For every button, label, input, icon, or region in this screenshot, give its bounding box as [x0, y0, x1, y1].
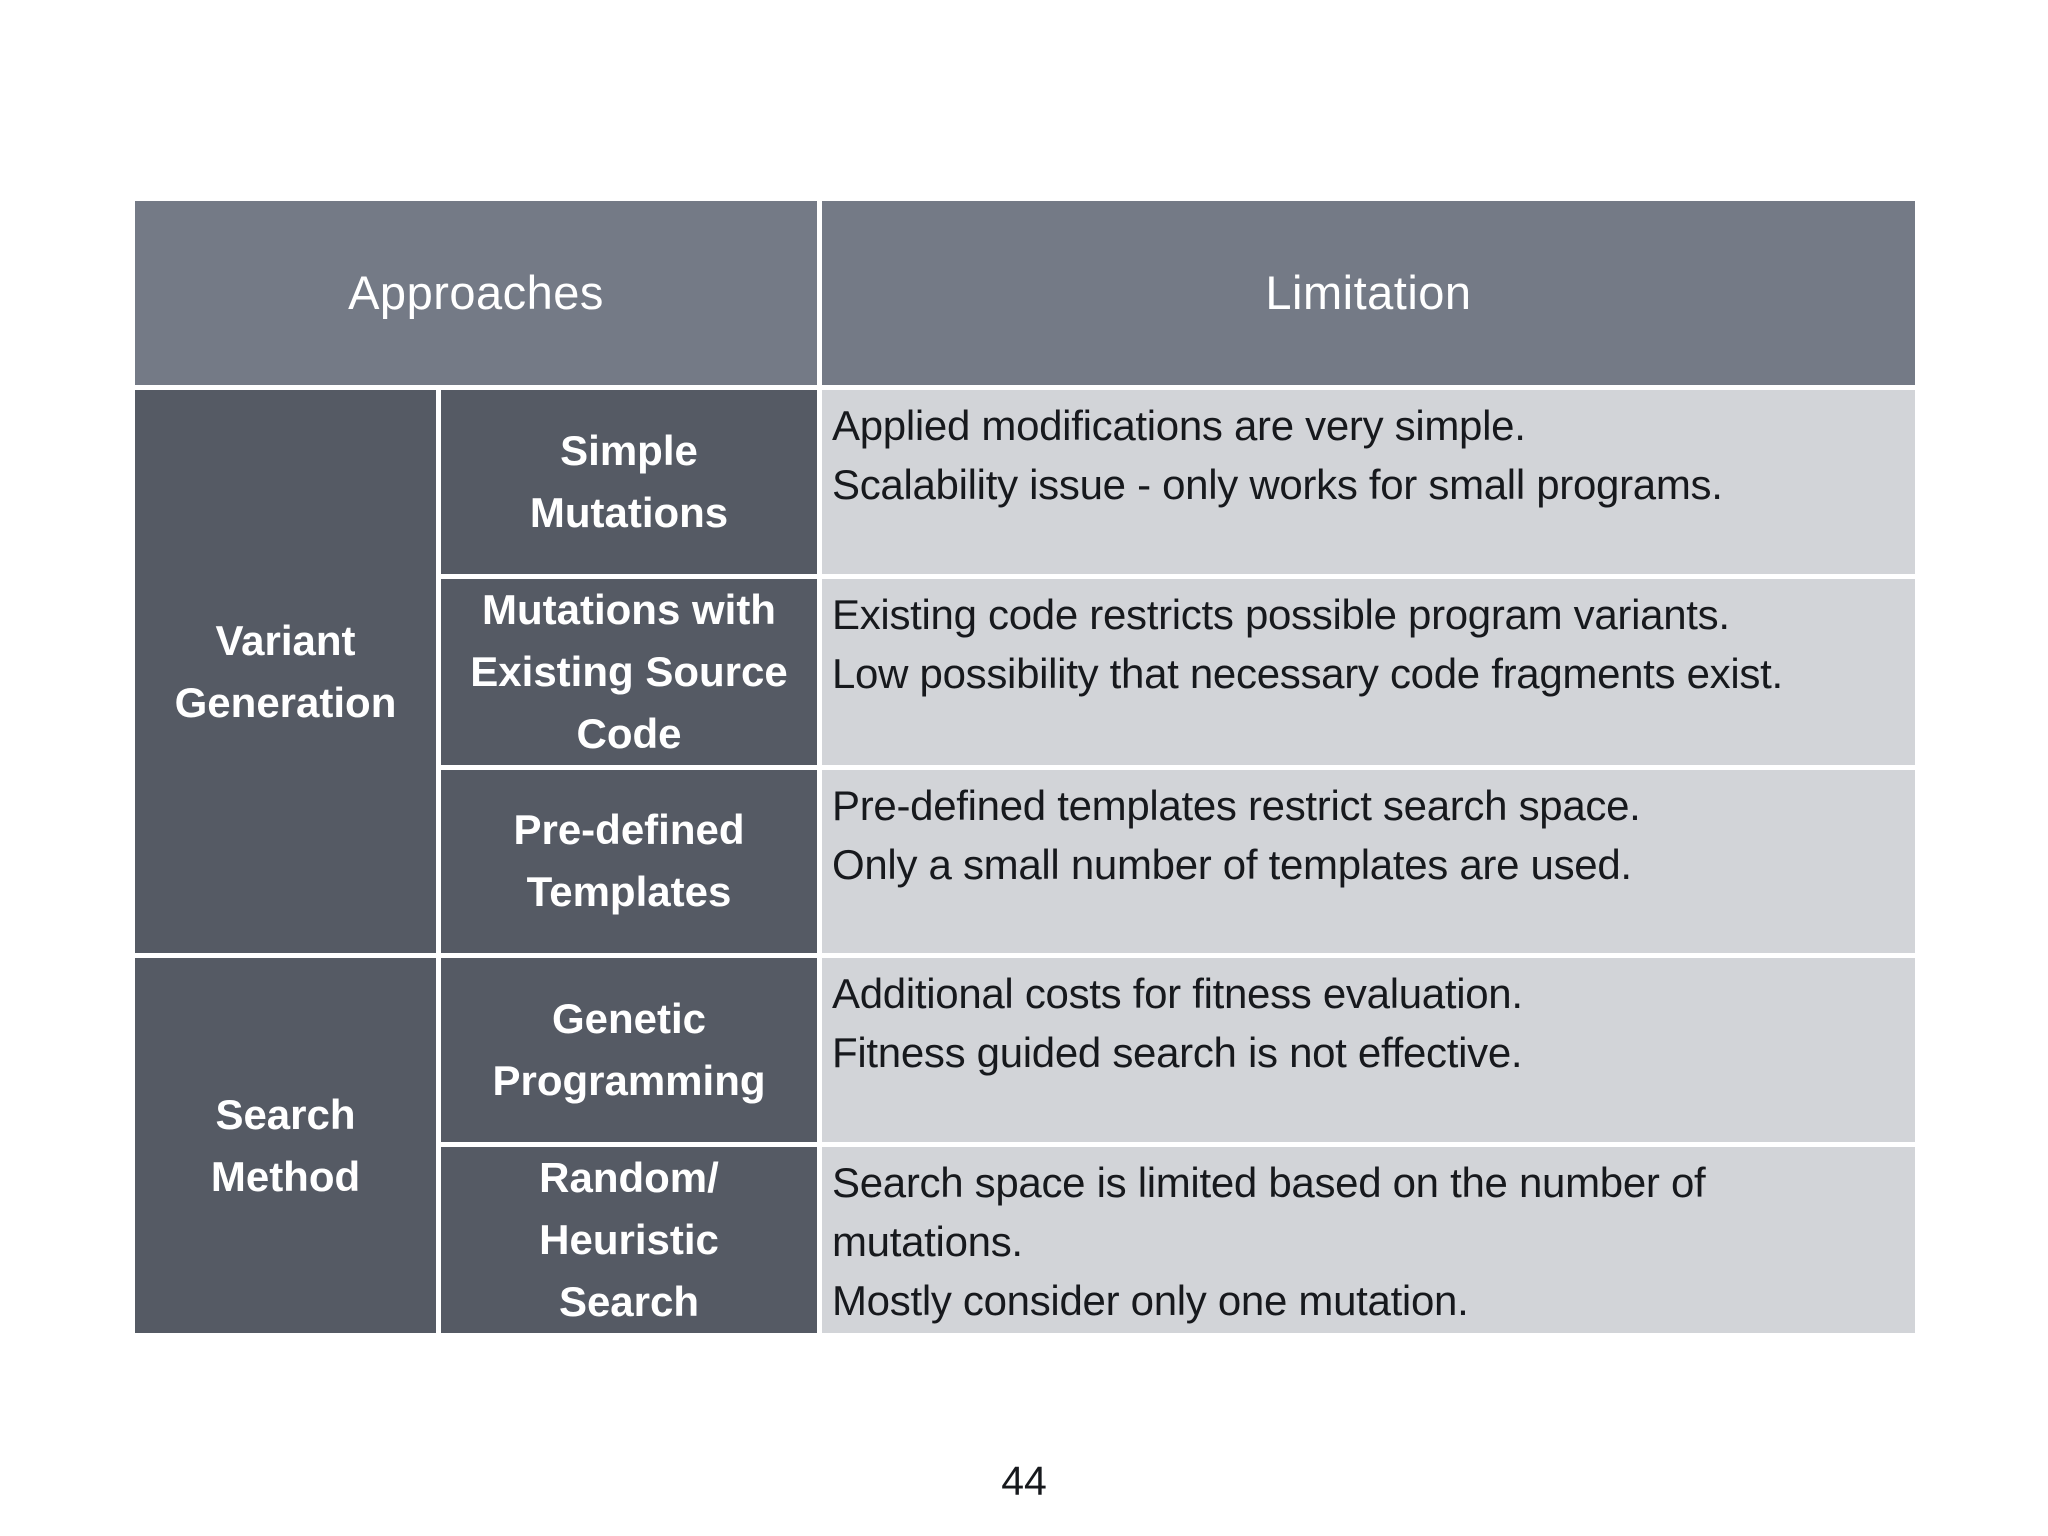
- group-label-variant-generation: Variant Generation: [135, 389, 436, 954]
- approach-cell-simple-mutations: Simple Mutations: [441, 389, 817, 574]
- column-header-approaches: Approaches: [135, 201, 817, 385]
- approach-cell-mutations-existing-source: Mutations with Existing Source Code: [441, 578, 817, 765]
- limitation-cell-genetic-programming: Additional costs for fitness evaluation.…: [822, 958, 1915, 1142]
- approaches-limitation-table: Approaches Limitation Variant Generation…: [135, 201, 1915, 1333]
- limitation-cell-random-heuristic-search: Search space is limited based on the num…: [822, 1147, 1915, 1333]
- limitation-cell-predefined-templates: Pre-defined templates restrict search sp…: [822, 769, 1915, 954]
- approach-cell-random-heuristic-search: Random/ Heuristic Search: [441, 1147, 817, 1333]
- approach-cell-predefined-templates: Pre-defined Templates: [441, 769, 817, 954]
- limitation-cell-simple-mutations: Applied modifications are very simple. S…: [822, 389, 1915, 574]
- page-number: 44: [1001, 1458, 1047, 1504]
- group-label-search-method: Search Method: [135, 958, 436, 1333]
- limitation-cell-mutations-existing-source: Existing code restricts possible program…: [822, 578, 1915, 765]
- approach-cell-genetic-programming: Genetic Programming: [441, 958, 817, 1142]
- column-header-limitation: Limitation: [822, 201, 1915, 385]
